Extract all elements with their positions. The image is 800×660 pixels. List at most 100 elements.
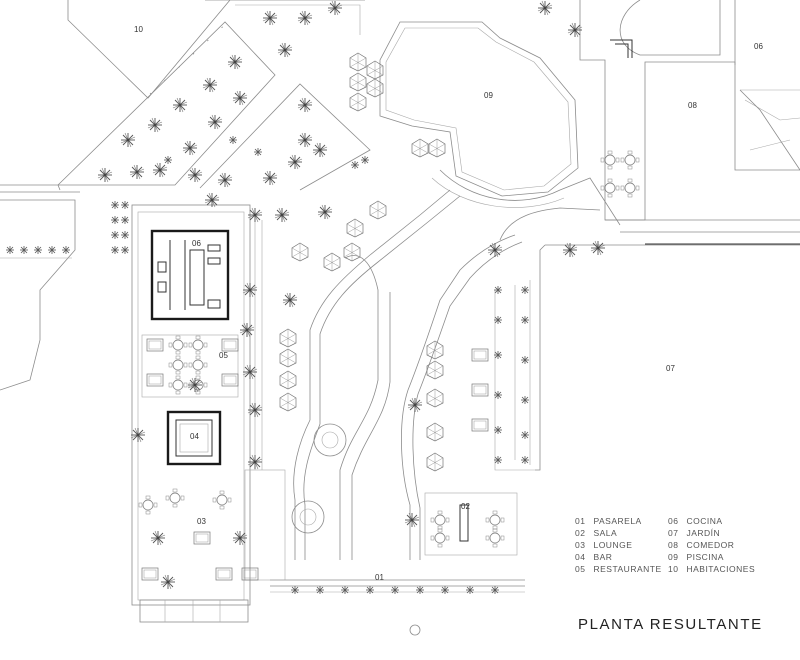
undefined (47, 245, 57, 255)
undefined (365, 585, 375, 595)
undefined (182, 140, 198, 156)
undefined (415, 585, 425, 595)
undefined (567, 22, 583, 38)
pasarela-paths (270, 189, 601, 636)
label-bar-04: 04 (190, 432, 199, 441)
undefined (426, 340, 444, 360)
undefined (369, 200, 387, 220)
undefined (262, 10, 278, 26)
undefined (277, 42, 293, 58)
undefined (430, 528, 450, 548)
undefined (315, 585, 325, 595)
undefined (172, 97, 188, 113)
undefined (279, 328, 297, 348)
undefined (366, 60, 384, 80)
undefined (590, 240, 606, 256)
undefined (146, 338, 164, 352)
pool-09-outline (379, 21, 621, 226)
undefined (120, 230, 130, 240)
undefined (204, 192, 220, 208)
undefined (620, 178, 640, 198)
undefined (428, 138, 446, 158)
undefined (340, 585, 350, 595)
undefined (600, 178, 620, 198)
undefined (297, 132, 313, 148)
undefined (202, 77, 218, 93)
undefined (287, 154, 303, 170)
undefined (520, 315, 530, 325)
undefined (471, 383, 489, 397)
label-pool-09: 09 (484, 91, 493, 100)
undefined (343, 242, 361, 262)
undefined (350, 160, 360, 170)
undefined (138, 495, 158, 515)
undefined (407, 397, 423, 413)
undefined (19, 245, 29, 255)
undefined (520, 430, 530, 440)
undefined (349, 72, 367, 92)
undefined (426, 422, 444, 442)
label-restaurant-05: 05 (219, 351, 228, 360)
label-lounge-03: 03 (197, 517, 206, 526)
undefined (227, 54, 243, 70)
undefined (493, 390, 503, 400)
garden-07-outline (494, 244, 800, 471)
undefined (160, 574, 176, 590)
undefined (312, 142, 328, 158)
undefined (291, 242, 309, 262)
undefined (487, 242, 503, 258)
undefined (490, 585, 500, 595)
undefined (97, 167, 113, 183)
undefined (207, 114, 223, 130)
undefined (426, 388, 444, 408)
restaurant-complex (131, 204, 286, 623)
undefined (61, 245, 71, 255)
undefined (110, 245, 120, 255)
undefined (493, 425, 503, 435)
undefined (120, 245, 130, 255)
undefined (349, 92, 367, 112)
undefined (346, 218, 364, 238)
undefined (262, 170, 278, 186)
label-garden-07: 07 (666, 364, 675, 373)
rooms-block-10 (0, 0, 371, 391)
undefined (537, 0, 553, 16)
undefined (360, 155, 370, 165)
undefined (120, 200, 130, 210)
undefined (600, 150, 620, 170)
undefined (520, 455, 530, 465)
undefined (297, 97, 313, 113)
undefined (168, 335, 188, 355)
undefined (221, 373, 239, 387)
undefined (620, 150, 640, 170)
label-pasarela-01: 01 (375, 573, 384, 582)
undefined (520, 285, 530, 295)
undefined (165, 488, 185, 508)
undefined (188, 355, 208, 375)
label-kitchen-06-building: 06 (754, 42, 763, 51)
undefined (168, 355, 188, 375)
undefined (232, 530, 248, 546)
sala-02 (424, 492, 518, 556)
buildings-06-08 (579, 0, 800, 245)
undefined (247, 454, 263, 470)
undefined (232, 90, 248, 106)
undefined (493, 455, 503, 465)
undefined (279, 370, 297, 390)
undefined (242, 364, 258, 380)
undefined (152, 162, 168, 178)
undefined (239, 322, 255, 338)
undefined (411, 138, 429, 158)
undefined (247, 402, 263, 418)
undefined (520, 355, 530, 365)
label-dining-08: 08 (688, 101, 697, 110)
undefined (465, 585, 475, 595)
